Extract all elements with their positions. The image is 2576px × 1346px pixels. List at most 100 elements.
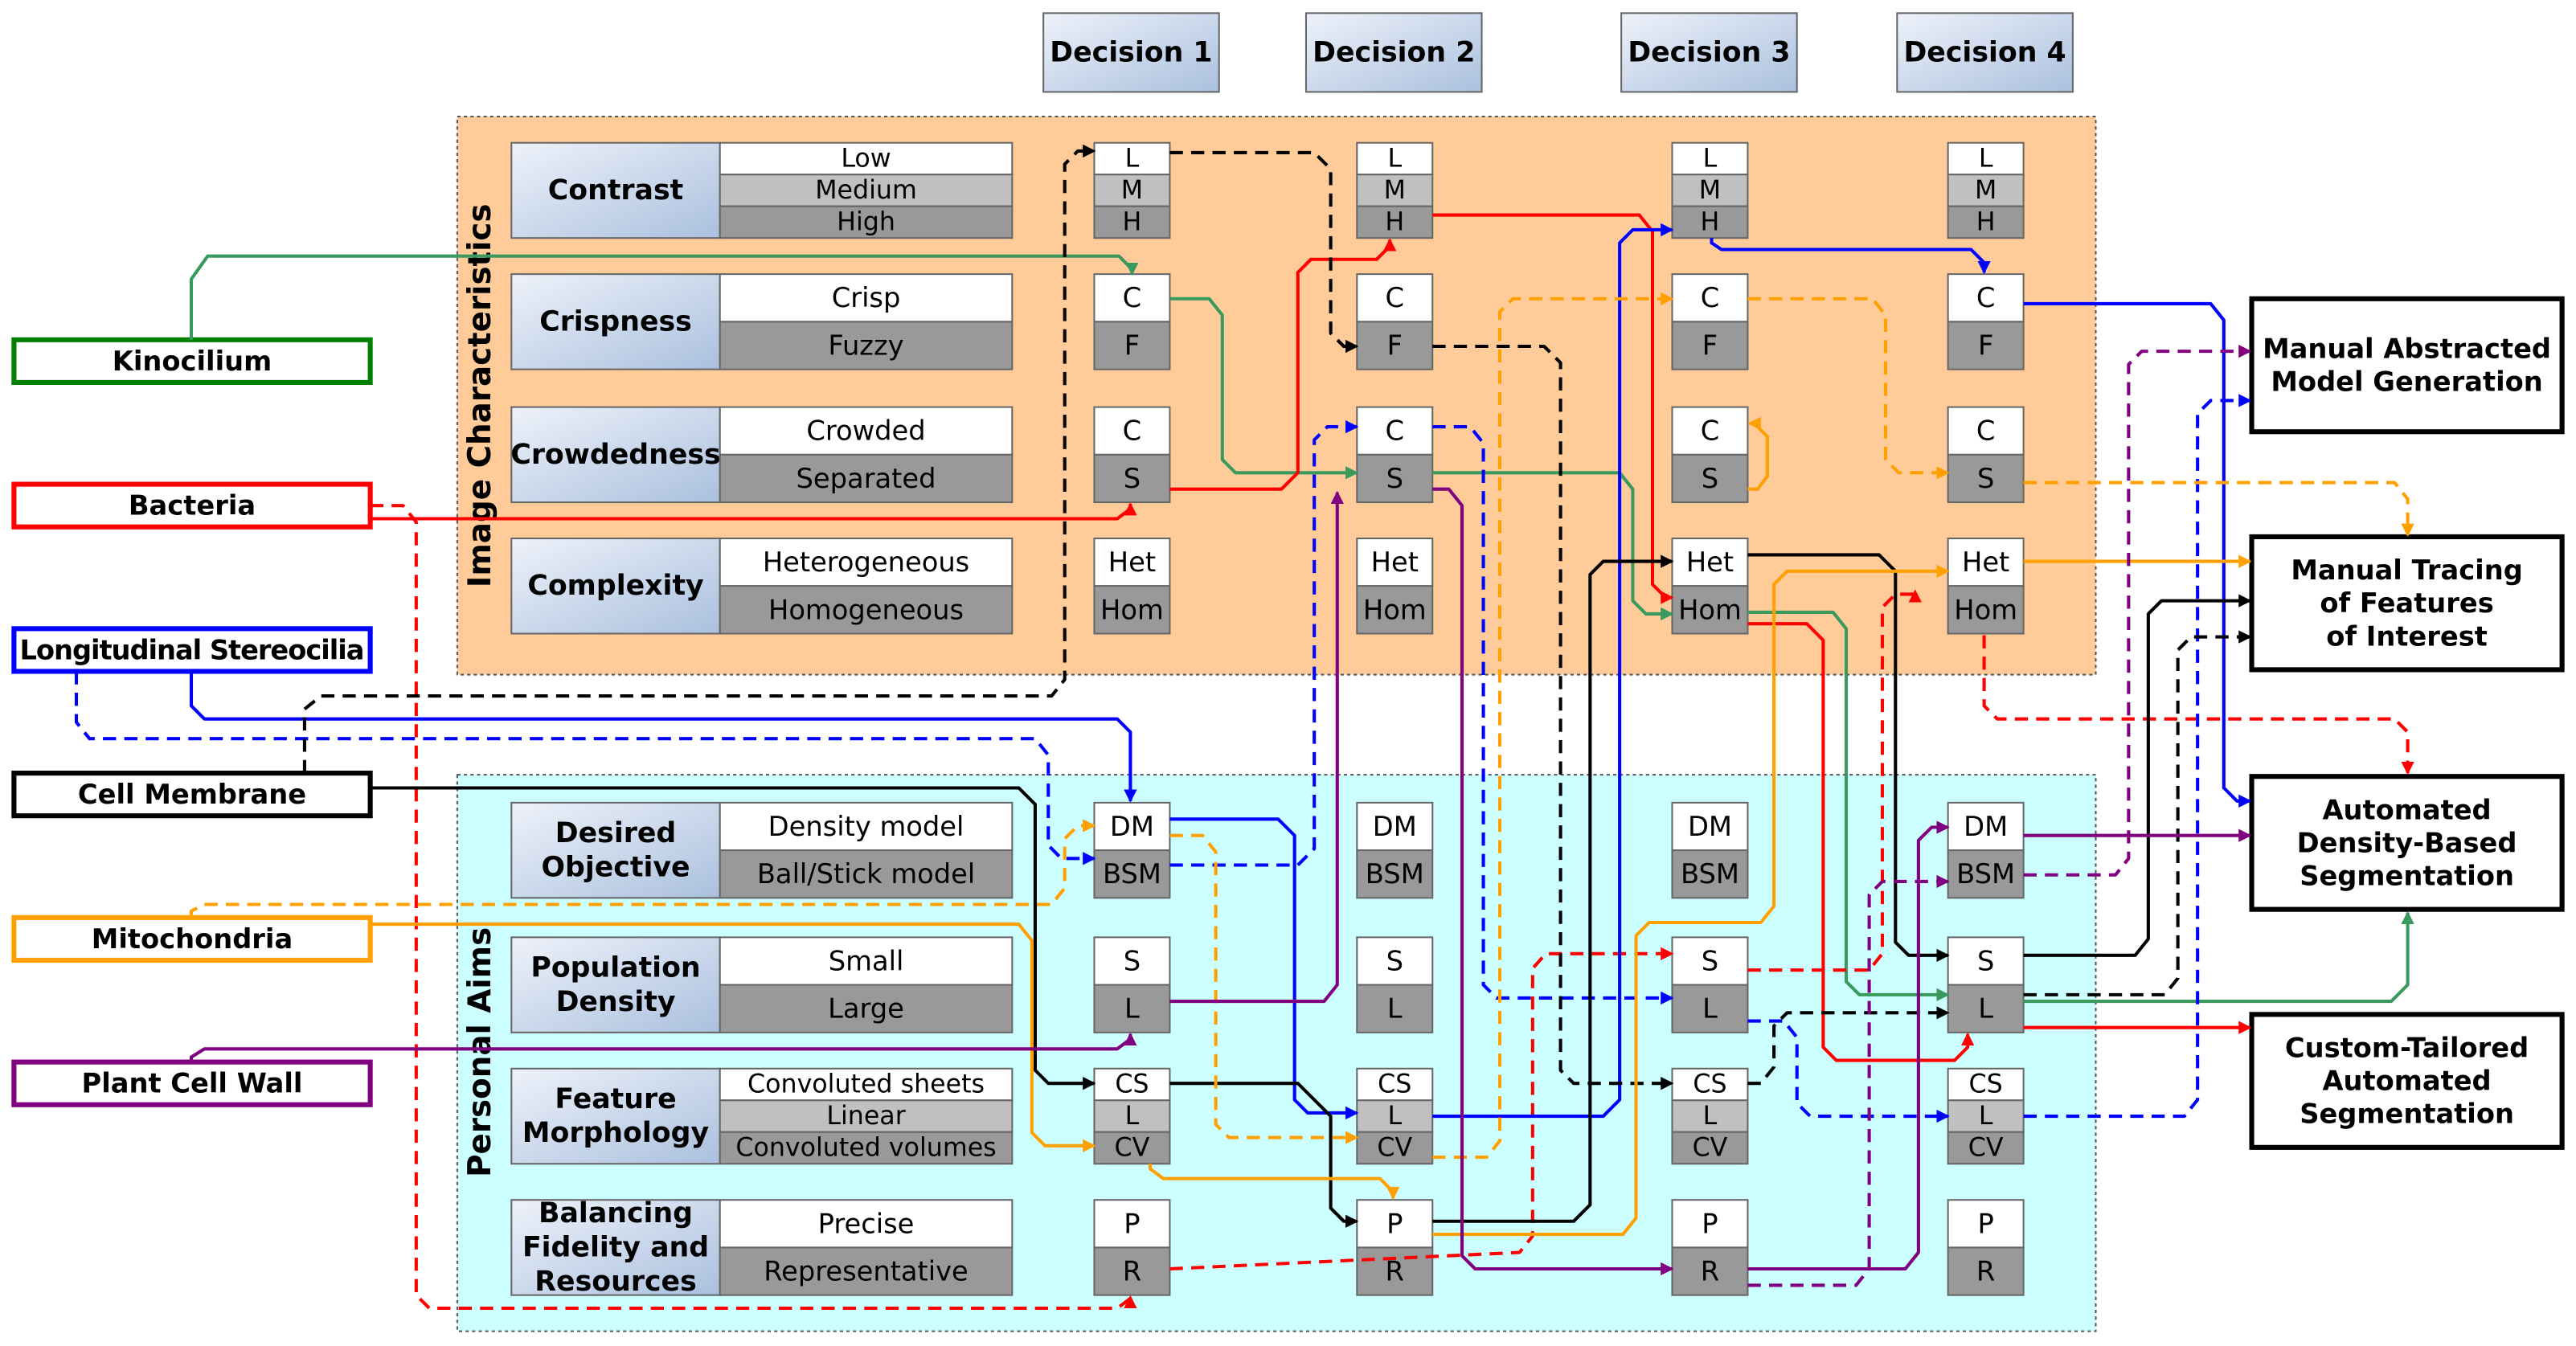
decision-option-code: DM: [1373, 811, 1417, 842]
source-box: [11, 914, 373, 963]
decision-option-code: CV: [1115, 1134, 1150, 1163]
decision-option-cell: [1356, 453, 1434, 504]
decision-option-code: Hom: [1363, 594, 1427, 625]
decision-option-cell: [1356, 406, 1434, 456]
edge-cell-membrane-alt: [302, 144, 1096, 774]
decision-option-cell: [1947, 984, 2025, 1033]
decision-option-code: Hom: [1100, 594, 1164, 625]
option-label: Small: [829, 945, 904, 976]
source-box: [11, 337, 373, 386]
decision-option-code: R: [1976, 1256, 1995, 1287]
decision-header: Decision 3: [1628, 36, 1790, 68]
edge-plant-cell-wall-alt: [1747, 874, 1950, 1287]
decision-header: Decision 4: [1904, 36, 2066, 68]
source-label: Longitudinal Stereocilia: [20, 634, 365, 665]
decision-option-code: S: [1386, 945, 1403, 976]
edge-cell-membrane-alt: [1747, 1006, 1950, 1086]
edge-bacteria-alt: [370, 504, 1137, 1311]
decision-option-stack: CS: [1356, 406, 1434, 504]
option-label: Large: [828, 993, 904, 1025]
option-label: Fuzzy: [828, 329, 903, 361]
edge-bacteria: [1747, 622, 1975, 1062]
decision-option-stack: LMH: [1093, 141, 1171, 239]
option-label: Linear: [826, 1102, 906, 1131]
decision-option-cell: [1947, 537, 2025, 587]
decision-option-cell: [1093, 1246, 1171, 1296]
edge-bacteria: [1169, 238, 1397, 491]
option-cell: [719, 321, 1014, 370]
category-label-box: [510, 1067, 721, 1165]
option-label: Medium: [815, 176, 917, 205]
outcome-label: Segmentation: [2300, 1098, 2514, 1130]
option-label: Density model: [768, 811, 964, 842]
decision-option-cell: [1671, 453, 1749, 504]
outcome-label: Automated: [2322, 1066, 2491, 1097]
option-cell: [719, 453, 1014, 504]
decision-option-cell: [1947, 849, 2025, 899]
outcome-box: [2249, 296, 2565, 435]
outcome-label: Automated: [2322, 794, 2491, 825]
edge-cell-membrane: [370, 786, 1096, 1090]
edge-stereocilia-alt: [1432, 425, 1674, 1005]
decision-option-code: Hom: [1954, 594, 2017, 625]
option-label: Ball/Stick model: [757, 858, 975, 890]
decision-option-code: H: [1123, 207, 1142, 236]
edge-kinocilium: [1747, 610, 1950, 1002]
edge-mitochondria: [1148, 1164, 1400, 1201]
decision-option-code: Het: [1371, 546, 1419, 578]
decision-option-cell: [1093, 1067, 1171, 1102]
edge-kinocilium: [2023, 910, 2414, 1004]
outcome-label: Manual Tracing: [2291, 554, 2522, 586]
category-label: Desired: [555, 817, 676, 849]
decision-option-stack: CS: [1947, 406, 2025, 504]
decision-option-code: Hom: [1678, 594, 1742, 625]
decision-options: LMHLMHLMHLMHCFCFCFCFCSCSCSCSHetHomHetHom…: [1093, 141, 2025, 1296]
decision-option-cell: [1671, 205, 1749, 239]
outcome-box: [2249, 1012, 2565, 1150]
decision-option-cell: [1356, 174, 1434, 207]
decision-option-cell: [1093, 205, 1171, 239]
decision-option-code: C: [1976, 282, 1996, 313]
edge-stereocilia: [189, 671, 1137, 803]
edge-mitochondria: [1747, 416, 1770, 491]
decision-option-code: DM: [1964, 811, 2008, 842]
edge-mitochondria-alt: [1747, 297, 1950, 480]
decision-option-code: BSM: [1366, 858, 1424, 890]
decision-option-cell: [1671, 936, 1749, 986]
decision-option-code: R: [1386, 1256, 1404, 1287]
option-cell: [719, 585, 1014, 635]
decision-option-code: L: [1387, 993, 1403, 1025]
decision-option-code: CS: [1378, 1070, 1411, 1099]
decision-option-cell: [1356, 1131, 1434, 1165]
category-label: Balancing: [539, 1197, 693, 1229]
edge-stereocilia: [1169, 817, 1359, 1120]
decision-option-cell: [1947, 1067, 2025, 1102]
decision-option-cell: [1671, 174, 1749, 207]
decision-option-cell: [1671, 1131, 1749, 1165]
decision-option-code: R: [1123, 1256, 1141, 1287]
decision-option-stack: SL: [1947, 936, 2025, 1033]
outcome-label: of Features: [2320, 587, 2493, 619]
decision-option-cell: [1093, 849, 1171, 899]
decision-option-code: CS: [1693, 1070, 1726, 1099]
decision-header-box: [1620, 12, 1798, 93]
decision-option-cell: [1671, 537, 1749, 587]
category-label: Contrast: [548, 174, 683, 207]
edge-cell-membrane: [2023, 594, 2252, 957]
decision-option-code: F: [1702, 329, 1718, 361]
outcome-label: Manual Abstracted: [2263, 333, 2551, 364]
decision-option-cell: [1093, 537, 1171, 587]
decision-option-code: L: [1387, 1102, 1402, 1131]
category-label: Objective: [541, 851, 690, 883]
decision-option-cell: [1671, 585, 1749, 635]
decision-option-cell: [1671, 406, 1749, 456]
decision-option-stack: LMH: [1356, 141, 1434, 239]
